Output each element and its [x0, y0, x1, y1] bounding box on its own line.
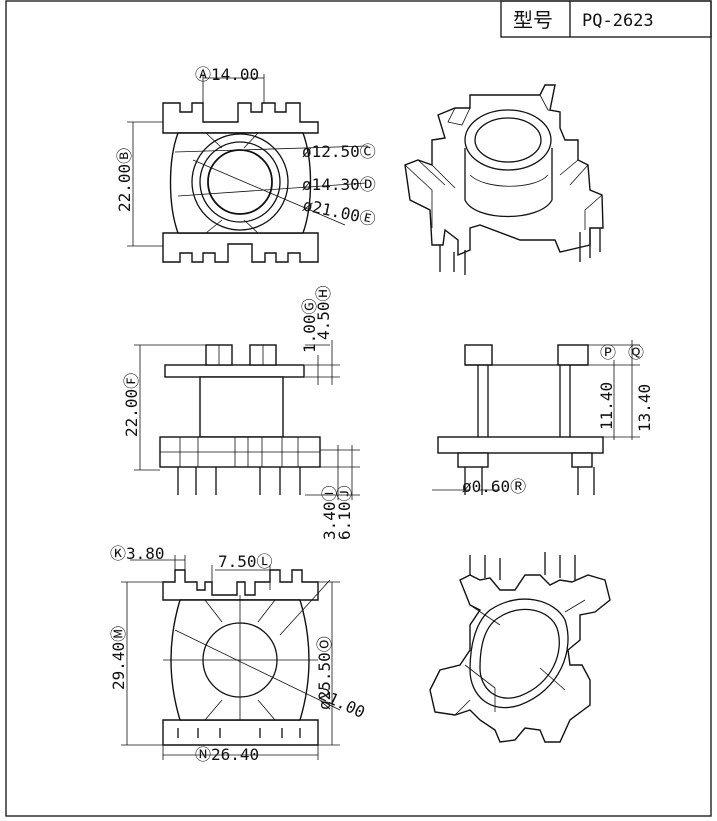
dim-e: ø21.00Ⓔ [301, 195, 377, 229]
title-block: 型号 PQ-2623 [500, 0, 712, 38]
isometric-view-top [404, 84, 604, 275]
dim-g: 1.00Ⓖ [300, 298, 319, 353]
title-label: 型号 [513, 8, 553, 32]
top-view: Ⓐ14.00 22.00Ⓑ ø12.50Ⓒ ø14.30Ⓓ ø21.00Ⓔ [115, 65, 377, 263]
dim-a: Ⓐ14.00 [195, 65, 259, 84]
dim-p: 11.40 [597, 382, 616, 430]
dim-c: ø12.50Ⓒ [302, 142, 376, 161]
dim-n: Ⓝ26.40 [195, 745, 259, 764]
bottom-view: Ⓚ3.80 7.50Ⓛ 29.40Ⓜ Ⓝ26.40 ø25.50Ⓞ 21.00 [109, 544, 368, 764]
dim-l: 7.50Ⓛ [218, 552, 273, 571]
dim-r: ø0.60Ⓡ [462, 477, 526, 496]
front-view: 22.00Ⓕ 1.00Ⓖ 4.50Ⓗ 3.40Ⓘ 6.10Ⓙ [122, 285, 360, 540]
dim-k: Ⓚ3.80 [110, 544, 165, 563]
dim-arc: 21.00 [316, 684, 368, 722]
dim-p-bubble: Ⓟ [600, 343, 616, 362]
dim-j: 6.10Ⓙ [335, 485, 354, 540]
side-view: Ⓟ Ⓠ 11.40 13.40 ø0.60Ⓡ [432, 340, 654, 496]
dim-f: 22.00Ⓕ [122, 373, 141, 437]
isometric-view-bottom [429, 552, 611, 743]
dim-o: ø25.50Ⓞ [315, 636, 334, 710]
dim-q-bubble: Ⓠ [628, 343, 644, 362]
dim-i: 3.40Ⓘ [320, 485, 339, 540]
dim-d: ø14.30Ⓓ [302, 175, 376, 194]
model-number: PQ-2623 [582, 11, 654, 31]
dim-q: 13.40 [635, 384, 654, 432]
dim-h: 4.50Ⓗ [314, 285, 333, 340]
dim-m: 29.40Ⓜ [109, 626, 128, 690]
sheet-border [5, 0, 712, 817]
dim-b: 22.00Ⓑ [115, 148, 134, 212]
